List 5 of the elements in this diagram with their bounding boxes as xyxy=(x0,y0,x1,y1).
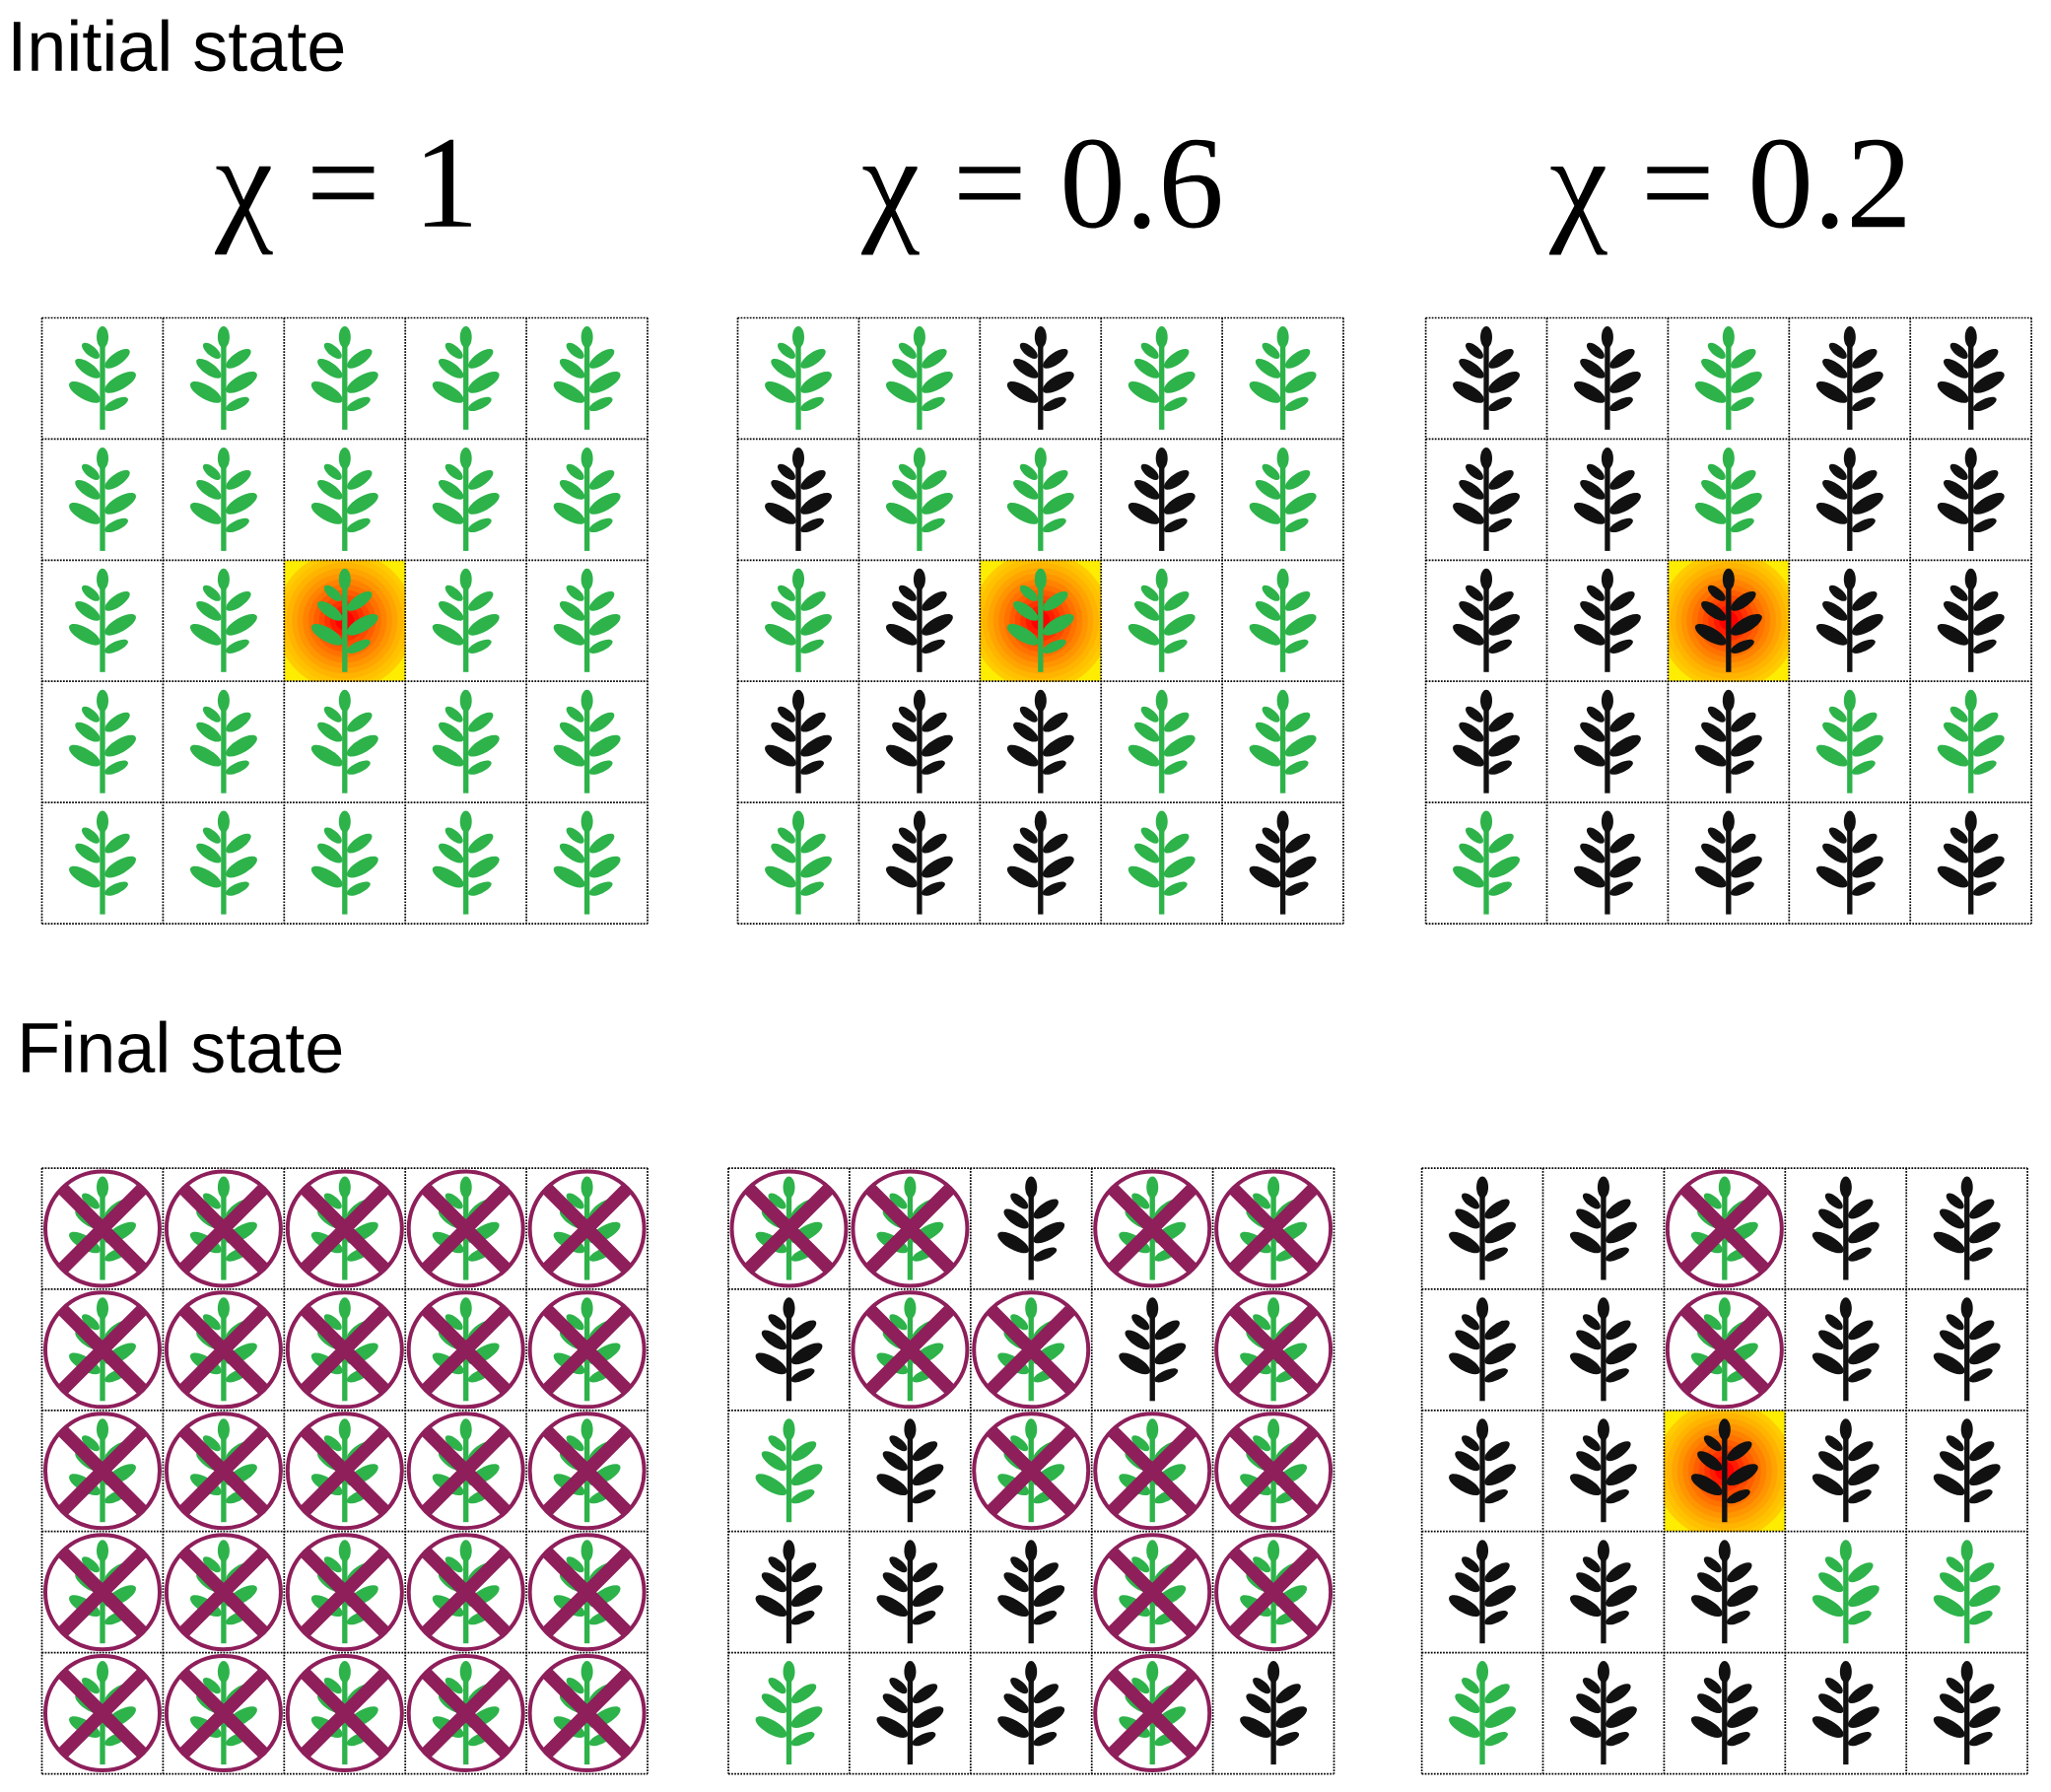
parameter-label: χ = 1 xyxy=(215,139,471,255)
parameter-label: χ = 0.2 xyxy=(1549,139,1905,255)
section-heading: Initial state xyxy=(13,19,344,72)
parameter-label: χ = 0.6 xyxy=(861,139,1220,255)
section-heading: Final state xyxy=(23,1020,342,1073)
